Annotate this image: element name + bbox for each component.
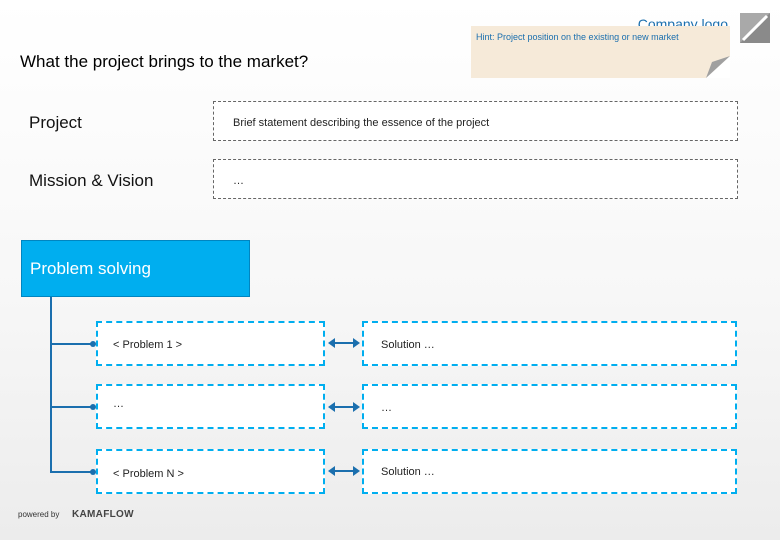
- tree-branch-line: [50, 343, 93, 345]
- page-title: What the project brings to the market?: [20, 52, 309, 71]
- tree-branch-line: [50, 471, 93, 473]
- problem-cell[interactable]: …: [96, 384, 325, 429]
- mission-vision-box[interactable]: …: [213, 159, 738, 199]
- project-statement-box[interactable]: Brief statement describing the essence o…: [213, 101, 738, 141]
- problem-cell[interactable]: < Problem 1 >: [96, 321, 325, 366]
- mission-vision-label: Mission & Vision: [29, 171, 154, 190]
- double-arrow-icon: [328, 402, 360, 412]
- project-label: Project: [29, 113, 82, 132]
- solution-cell[interactable]: Solution …: [362, 449, 737, 494]
- solution-cell[interactable]: Solution …: [362, 321, 737, 366]
- connector-dot: [90, 341, 96, 347]
- brand-logo: KAMAFLOW: [72, 509, 134, 520]
- hint-note: [471, 26, 730, 78]
- hint-text: Hint: Project position on the existing o…: [476, 32, 679, 42]
- tree-trunk-line: [50, 297, 52, 472]
- powered-by-label: powered by: [18, 510, 60, 519]
- tree-branch-line: [50, 406, 93, 408]
- connector-dot: [90, 469, 96, 475]
- solution-cell[interactable]: …: [362, 384, 737, 429]
- problem-cell[interactable]: < Problem N >: [96, 449, 325, 494]
- double-arrow-icon: [328, 466, 360, 476]
- page-curl-icon: [706, 56, 730, 78]
- double-arrow-icon: [328, 338, 360, 348]
- logo-placeholder-icon: [740, 13, 770, 43]
- connector-dot: [90, 404, 96, 410]
- problem-solving-header: Problem solving: [21, 240, 250, 297]
